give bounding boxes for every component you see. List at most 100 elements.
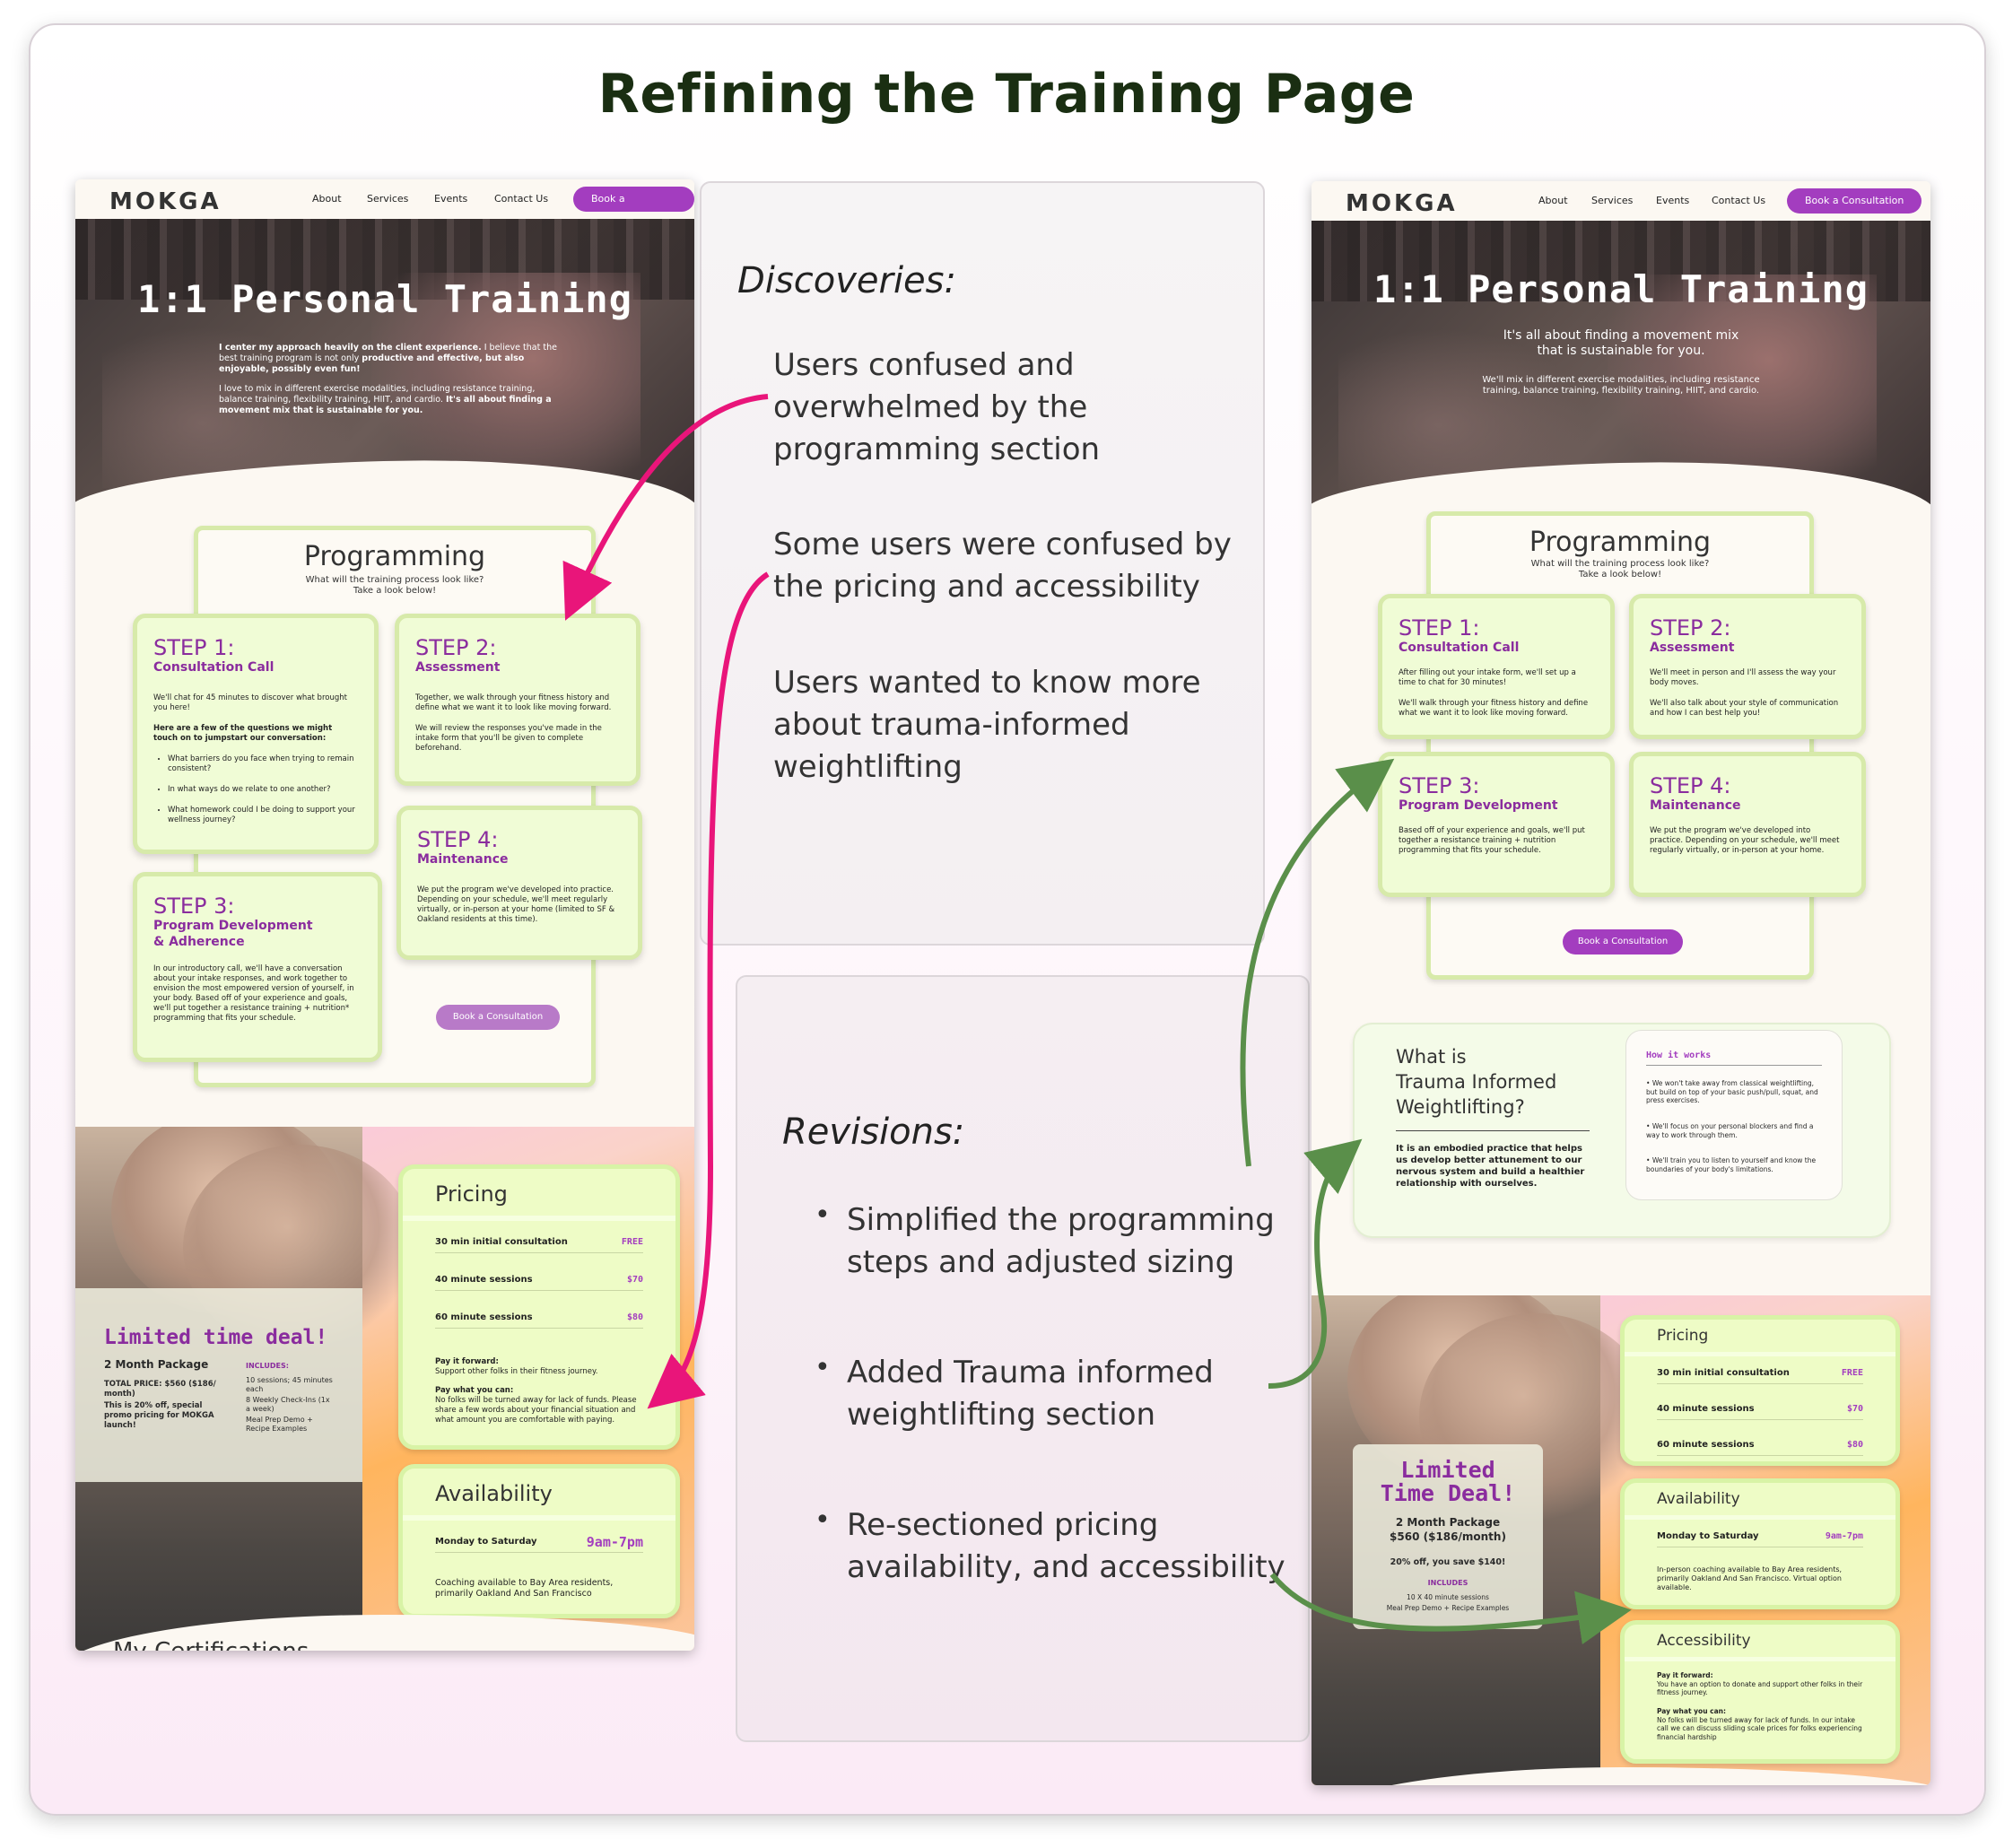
old-programming-sub2: Take a look below!: [353, 586, 437, 596]
revision-bullet: •: [815, 1352, 831, 1383]
availability-title: Availability: [1657, 1490, 1740, 1508]
step-body: We'll chat for 45 minutes to discover wh…: [153, 693, 358, 825]
step-subtitle: Assessment: [1650, 641, 1735, 655]
step-subtitle-2: & Adherence: [153, 935, 245, 949]
pricing-row: 40 minute sessions$70: [1657, 1404, 1863, 1420]
new-page-mockup: MOKGA About Services Events Contact Us B…: [1312, 181, 1930, 1785]
logo[interactable]: MOKGA: [1346, 190, 1458, 217]
new-deal-includes-label: INCLUDES: [1427, 1579, 1468, 1587]
new-book-consultation-button[interactable]: Book a Consultation: [1563, 929, 1683, 955]
pricing-row: 40 minute sessions$70: [435, 1275, 643, 1291]
old-deal-includes-2: 8 Weekly Check-Ins (1x a week): [246, 1396, 330, 1413]
nav-services[interactable]: Services: [1591, 195, 1634, 206]
step-title: STEP 2:: [415, 635, 497, 660]
new-nav-bar: MOKGA About Services Events Contact Us B…: [1312, 181, 1930, 221]
revision-item-1: Simplified the programming steps and adj…: [847, 1202, 1275, 1280]
revision-item-2: Added Trauma informed weightlifting sect…: [847, 1355, 1214, 1433]
old-deal-package: 2 Month Package: [104, 1358, 209, 1371]
availability-title: Availability: [435, 1481, 553, 1506]
old-deal-includes-label: INCLUDES:: [246, 1362, 289, 1370]
new-programming-frame: Programming What will the training proce…: [1426, 511, 1814, 980]
old-deal-price: TOTAL PRICE: $560 ($186/ month): [104, 1380, 216, 1399]
board-title: Refining the Training Page: [597, 63, 1416, 126]
how-it-works-item: • We'll focus on your personal blockers …: [1646, 1122, 1814, 1139]
pay-what-you-can: Pay what you can:No folks will be turned…: [435, 1386, 637, 1425]
nav-about[interactable]: About: [312, 193, 342, 205]
old-deal-title: Limited time deal!: [104, 1326, 328, 1349]
revisions-heading: Revisions:: [782, 1111, 965, 1153]
discovery-item-2: Some users were confused by the pricing …: [773, 527, 1232, 605]
pricing-row: 60 minute sessions$80: [1657, 1440, 1863, 1456]
old-step-4: STEP 4: Maintenance We put the program w…: [396, 806, 642, 960]
step-title: STEP 1:: [1399, 615, 1480, 641]
new-deal-title-1: Limited: [1400, 1457, 1495, 1483]
step-subtitle: Assessment: [415, 660, 501, 675]
new-hero-title: 1:1 Personal Training: [1372, 267, 1869, 311]
pricing-title: Pricing: [1657, 1327, 1709, 1345]
old-step-3: STEP 3: Program Development & Adherence …: [133, 872, 382, 1062]
trauma-title-1: What is: [1396, 1046, 1467, 1068]
new-deal-box: Limited Time Deal! 2 Month Package $560 …: [1353, 1444, 1543, 1629]
nav-about[interactable]: About: [1538, 195, 1568, 206]
footer-peek: My Certifications: [113, 1638, 309, 1651]
hero-photo-figure: [1338, 328, 1590, 490]
step-subtitle: Consultation Call: [153, 660, 274, 675]
step-subtitle: Consultation Call: [1399, 641, 1520, 655]
new-pricing-zone: Limited Time Deal! 2 Month Package $560 …: [1312, 1295, 1930, 1785]
step-subtitle: Program Development: [153, 919, 313, 933]
new-programming-sub2: Take a look below!: [1578, 570, 1662, 580]
how-it-works-card: How it works • We won't take away from c…: [1625, 1030, 1843, 1200]
old-pricing-zone: Limited time deal! 2 Month Package TOTAL…: [75, 1127, 694, 1651]
hero-photo-figure: [102, 327, 353, 488]
nav-book-button[interactable]: Book a Consultation: [1787, 188, 1922, 214]
step-body: We put the program we've developed into …: [417, 885, 615, 924]
accessibility-title: Accessibility: [1657, 1632, 1751, 1650]
hero-photo: [1608, 275, 1877, 490]
old-book-consultation-button[interactable]: Book a Consultation: [436, 1005, 560, 1030]
availability-text: Coaching available to Bay Area residents…: [435, 1578, 614, 1599]
new-step-1: STEP 1: Consultation Call After filling …: [1378, 594, 1615, 739]
old-hero: 1:1 Personal Training I center my approa…: [75, 219, 694, 515]
new-deal-package: 2 Month Package: [1395, 1516, 1501, 1529]
old-hero-text-2: I love to mix in different exercise moda…: [219, 384, 552, 415]
nav-services[interactable]: Services: [367, 193, 409, 205]
how-it-works-item: • We won't take away from classical weig…: [1646, 1079, 1818, 1104]
step-title: STEP 2:: [1650, 615, 1731, 641]
new-hero-lead: It's all about finding a movement mix th…: [1503, 328, 1739, 358]
step-title: STEP 4:: [1650, 773, 1731, 798]
old-programming-title: Programming: [303, 541, 486, 572]
new-hero-text: We'll mix in different exercise modaliti…: [1482, 375, 1760, 396]
trauma-text: It is an embodied practice that helps us…: [1396, 1144, 1585, 1189]
old-deal-includes: 10 sessions; 45 minutes each: [246, 1376, 333, 1393]
pricing-title: Pricing: [435, 1181, 508, 1207]
old-deal-includes-3: Meal Prep Demo + Recipe Examples: [246, 1416, 313, 1433]
new-programming-title: Programming: [1529, 527, 1712, 558]
new-step-3: STEP 3: Program Development Based off of…: [1378, 752, 1615, 897]
revision-bullet: •: [815, 1504, 831, 1536]
old-deal-box: Limited time deal! 2 Month Package TOTAL…: [75, 1288, 362, 1482]
nav-events[interactable]: Events: [434, 193, 468, 205]
step-body: After filling out your intake form, we'l…: [1399, 668, 1589, 718]
step-title: STEP 3:: [1399, 773, 1480, 798]
old-nav-bar: MOKGA About Services Events Contact Us B…: [75, 179, 694, 230]
nav-contact[interactable]: Contact Us: [494, 193, 549, 205]
nav-contact[interactable]: Contact Us: [1712, 195, 1766, 206]
step-body: We'll meet in person and I'll assess the…: [1650, 668, 1839, 718]
step-body: In our introductory call, we'll have a c…: [153, 964, 354, 1023]
nav-events[interactable]: Events: [1656, 195, 1690, 206]
step-body: We put the program we've developed into …: [1650, 826, 1840, 855]
step-body: Together, we walk through your fitness h…: [415, 693, 612, 753]
old-step-2: STEP 2: Assessment Together, we walk thr…: [395, 614, 640, 786]
new-hero: 1:1 Personal Training It's all about fin…: [1312, 221, 1930, 517]
logo[interactable]: MOKGA: [109, 188, 222, 215]
step-title: STEP 1:: [153, 635, 235, 660]
step-subtitle: Maintenance: [1650, 798, 1741, 813]
nav-book-button[interactable]: Book a Consultation: [573, 187, 694, 230]
new-deal-title-2: Time Deal!: [1380, 1480, 1516, 1506]
